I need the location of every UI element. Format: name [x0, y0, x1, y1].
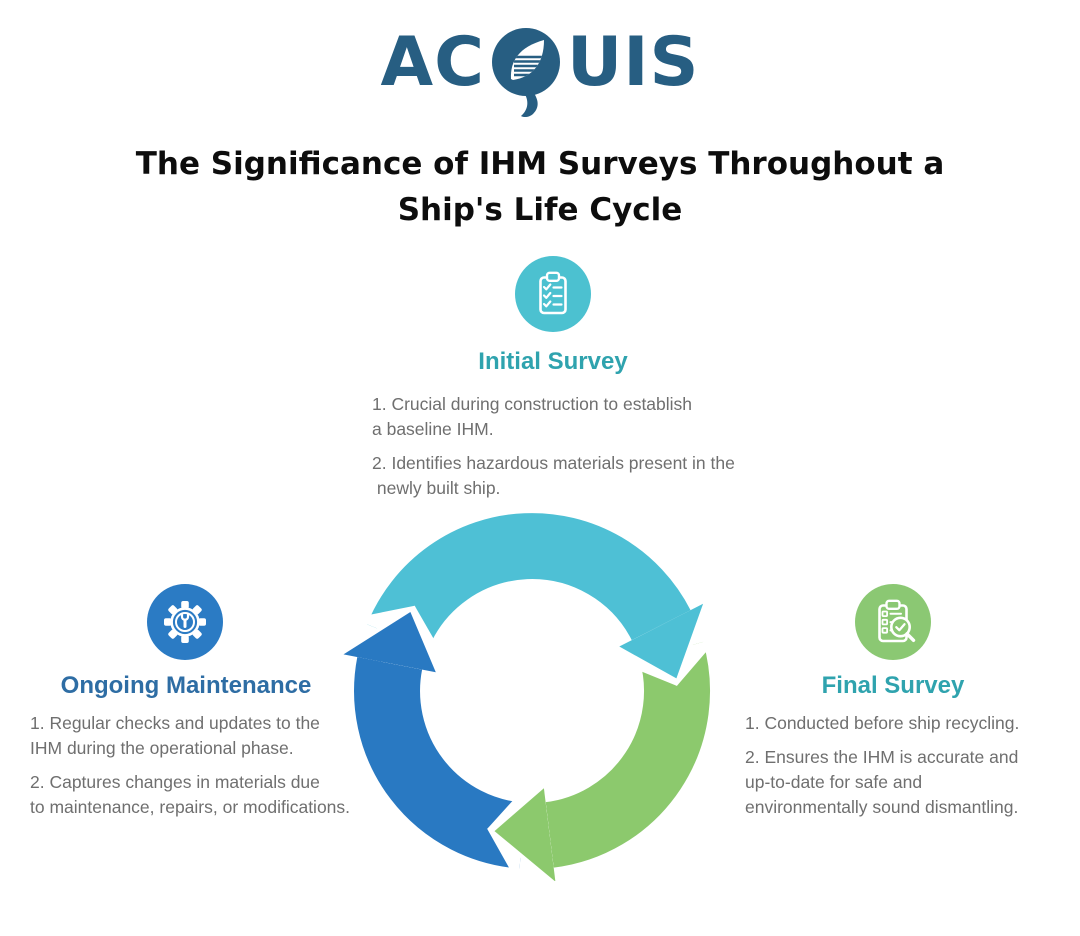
body-line: a baseline IHM.: [372, 419, 494, 439]
body-line: 1. Regular checks and updates to the: [30, 713, 320, 733]
acquis-logo: AC UIS: [0, 26, 1080, 120]
body-line: 1. Crucial during construction to establ…: [372, 394, 693, 414]
body-line: 1. Conducted before ship recycling.: [745, 713, 1020, 733]
final-survey-body: 1. Conducted before ship recycling. 2. E…: [745, 711, 1075, 829]
body-line: 2. Captures changes in materials due: [30, 772, 320, 792]
initial-survey-body: 1. Crucial during construction to establ…: [372, 392, 812, 510]
page-title-line2: Ship's Life Cycle: [397, 192, 683, 228]
page-title: The Significance of IHM Surveys Througho…: [0, 141, 1080, 233]
cycle-arc-final: [544, 641, 711, 868]
body-line: IHM during the operational phase.: [30, 738, 294, 758]
wrench-glyph: [180, 612, 190, 628]
body-line: to maintenance, repairs, or modification…: [30, 797, 351, 817]
page-title-line1: The Significance of IHM Surveys Througho…: [135, 146, 945, 182]
body-item: 1. Conducted before ship recycling.: [745, 711, 1075, 736]
body-line: 2. Ensures the IHM is accurate and: [745, 747, 1019, 767]
initial-survey-heading: Initial Survey: [478, 348, 628, 375]
ongoing-maintenance-body: 1. Regular checks and updates to the IHM…: [30, 711, 420, 829]
body-item: 1. Crucial during construction to establ…: [372, 392, 812, 442]
cycle-arc-ongoing: [354, 657, 526, 869]
body-line: up-to-date for safe and: [745, 772, 923, 792]
logo-q-leaf-icon: [492, 28, 561, 118]
logo-text-suffix: UIS: [567, 23, 700, 102]
clipboard-magnifier-icon: [855, 584, 931, 660]
final-survey-heading: Final Survey: [821, 672, 965, 699]
body-item: 1. Regular checks and updates to the IHM…: [30, 711, 420, 761]
clipboard-checklist-icon: [515, 256, 591, 332]
arrowhead-final: [494, 788, 556, 881]
body-item: 2. Captures changes in materials due to …: [30, 770, 420, 820]
logo-text-prefix: AC: [380, 23, 486, 102]
arrowhead-initial: [619, 603, 704, 679]
gear-wrench-icon: [147, 584, 223, 660]
life-cycle-arrows-diagram: [342, 513, 719, 881]
body-item: 2. Identifies hazardous materials presen…: [372, 451, 812, 501]
body-line: environmentally sound dismantling.: [745, 797, 1019, 817]
cycle-arc-initial: [367, 513, 691, 650]
ongoing-maintenance-heading: Ongoing Maintenance: [60, 672, 312, 699]
arrowhead-ongoing: [343, 612, 436, 673]
body-line: 2. Identifies hazardous materials presen…: [372, 453, 735, 473]
body-item: 2. Ensures the IHM is accurate and up-to…: [745, 745, 1075, 820]
body-line: newly built ship.: [372, 478, 501, 498]
